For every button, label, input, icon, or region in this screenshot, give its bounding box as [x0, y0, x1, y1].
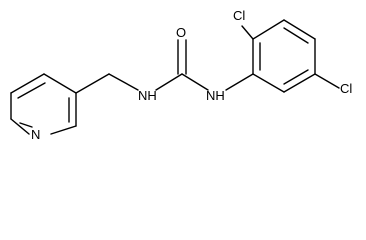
bond-c5-cl	[314, 73, 340, 89]
molecule-diagram: O NH NH N Cl Cl	[10, 8, 352, 142]
bond-ph-double-bottom	[283, 69, 309, 85]
bond-ring-double-bottom	[19, 122, 33, 128]
bond-ph-c6-c1	[252, 73, 285, 93]
urea-linker	[75, 39, 254, 94]
nh-right-label: NH	[206, 88, 225, 103]
bond-c2-cl	[241, 25, 254, 40]
bond-ph-double-top	[283, 27, 309, 44]
bond-ring-c4-c3	[43, 73, 77, 94]
bond-carbonyl-nh	[181, 73, 209, 91]
bond-ring-n-c6	[50, 125, 77, 135]
bond-ch2-nh	[108, 73, 139, 91]
bond-ring-c1-n	[10, 118, 30, 135]
bond-ph-c5-c6	[283, 73, 316, 93]
bond-ring-ch2	[75, 73, 110, 94]
bond-ring-double-top	[17, 82, 46, 99]
phenyl-ring	[241, 19, 340, 93]
bond-ring-c3-c2	[10, 73, 45, 94]
pyridine-ring	[10, 73, 77, 135]
structure-canvas: O NH NH N Cl Cl	[10, 8, 352, 142]
bond-ph-c2-c3	[252, 19, 285, 40]
bond-ph-c3-c4	[283, 19, 316, 40]
chlorine-top-label: Cl	[233, 8, 245, 23]
bond-nh-aryl	[225, 73, 254, 91]
bond-nh-carbonyl	[155, 73, 183, 91]
nh-left-label: NH	[138, 88, 157, 103]
pyridine-nitrogen-label: N	[31, 127, 40, 142]
oxygen-label: O	[176, 25, 186, 40]
chlorine-right-label: Cl	[340, 81, 352, 96]
